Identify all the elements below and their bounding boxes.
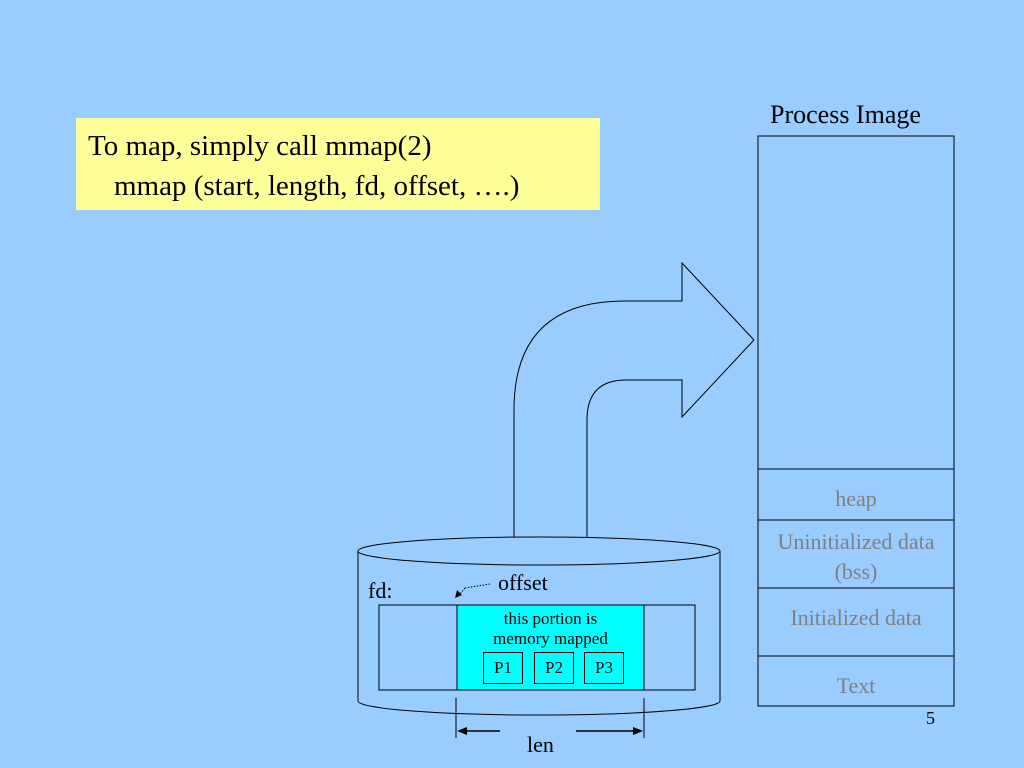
- file-cylinder-top: [357, 536, 721, 566]
- offset-label: offset: [498, 570, 548, 595]
- page-box-p1: P1: [483, 652, 523, 684]
- segment-text-label: Text: [836, 673, 876, 698]
- mapped-caption-line-2: memory mapped: [493, 629, 608, 648]
- fd-label: fd:: [368, 578, 393, 603]
- len-label: len: [527, 732, 554, 757]
- slide-number: 5: [926, 708, 935, 728]
- len-arrowhead-right: [633, 727, 643, 735]
- callout-line-2: mmap (start, length, fd, offset, ….): [114, 170, 520, 202]
- mapped-region-caption: this portion is memory mapped: [457, 609, 644, 649]
- callout-line-1: To map, simply call mmap(2): [88, 130, 432, 162]
- len-arrowhead-left: [457, 727, 467, 735]
- segment-heap-label: heap: [835, 486, 877, 511]
- file-cylinder-body: [357, 551, 721, 716]
- segment-initialized-label: Initialized data: [790, 605, 922, 630]
- process-image-box: [757, 135, 955, 707]
- segment-bss-label-line1: Uninitialized data: [777, 529, 935, 554]
- mapped-caption-line-1: this portion is: [503, 609, 598, 628]
- mmap-callout-box: To map, simply call mmap(2) mmap (start,…: [76, 118, 600, 210]
- page-box-p2: P2: [534, 652, 574, 684]
- process-image-title: Process Image: [770, 100, 921, 129]
- segment-bss-label-line2: (bss): [834, 559, 878, 584]
- offset-arrowhead: [455, 590, 462, 598]
- page-box-p3: P3: [584, 652, 624, 684]
- offset-pointer: [464, 583, 491, 589]
- mapping-arrow: [513, 261, 755, 537]
